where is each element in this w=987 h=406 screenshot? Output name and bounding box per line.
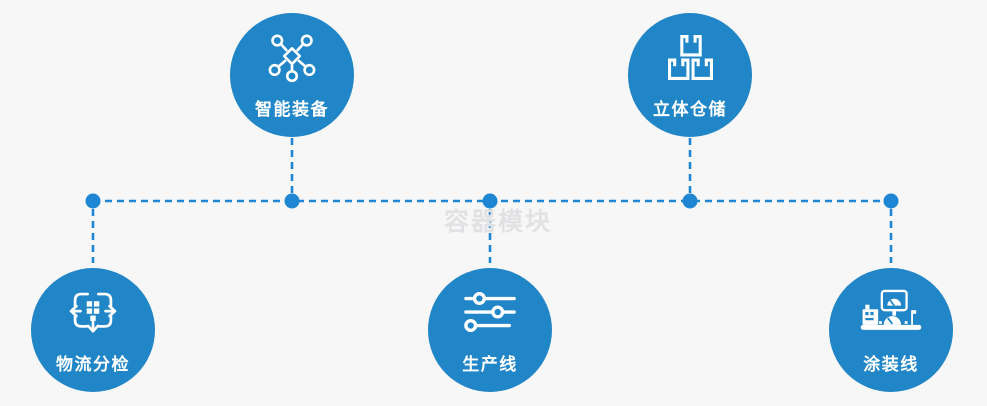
stacked-boxes-icon xyxy=(667,30,714,84)
sliders-icon xyxy=(463,285,517,339)
control-station-icon xyxy=(858,285,924,339)
node-label: 物流分检 xyxy=(56,355,130,374)
node-logistics-sorting[interactable]: 物流分检 xyxy=(31,268,155,392)
node-stereoscopic-warehouse[interactable]: 立体仓储 xyxy=(628,13,752,137)
watermark-text: 容器模块 xyxy=(444,208,553,236)
network-nodes-icon xyxy=(266,30,318,84)
junction-dots xyxy=(85,193,899,209)
node-smart-equipment[interactable]: 智能装备 xyxy=(230,13,354,137)
node-production-line[interactable]: 生产线 xyxy=(428,268,552,392)
sorting-arrows-icon xyxy=(66,285,120,339)
node-label: 生产线 xyxy=(462,355,518,374)
node-label: 涂装线 xyxy=(863,355,919,374)
node-label: 立体仓储 xyxy=(653,100,727,119)
node-painting-line[interactable]: 涂装线 xyxy=(829,268,953,392)
node-label: 智能装备 xyxy=(255,100,329,119)
